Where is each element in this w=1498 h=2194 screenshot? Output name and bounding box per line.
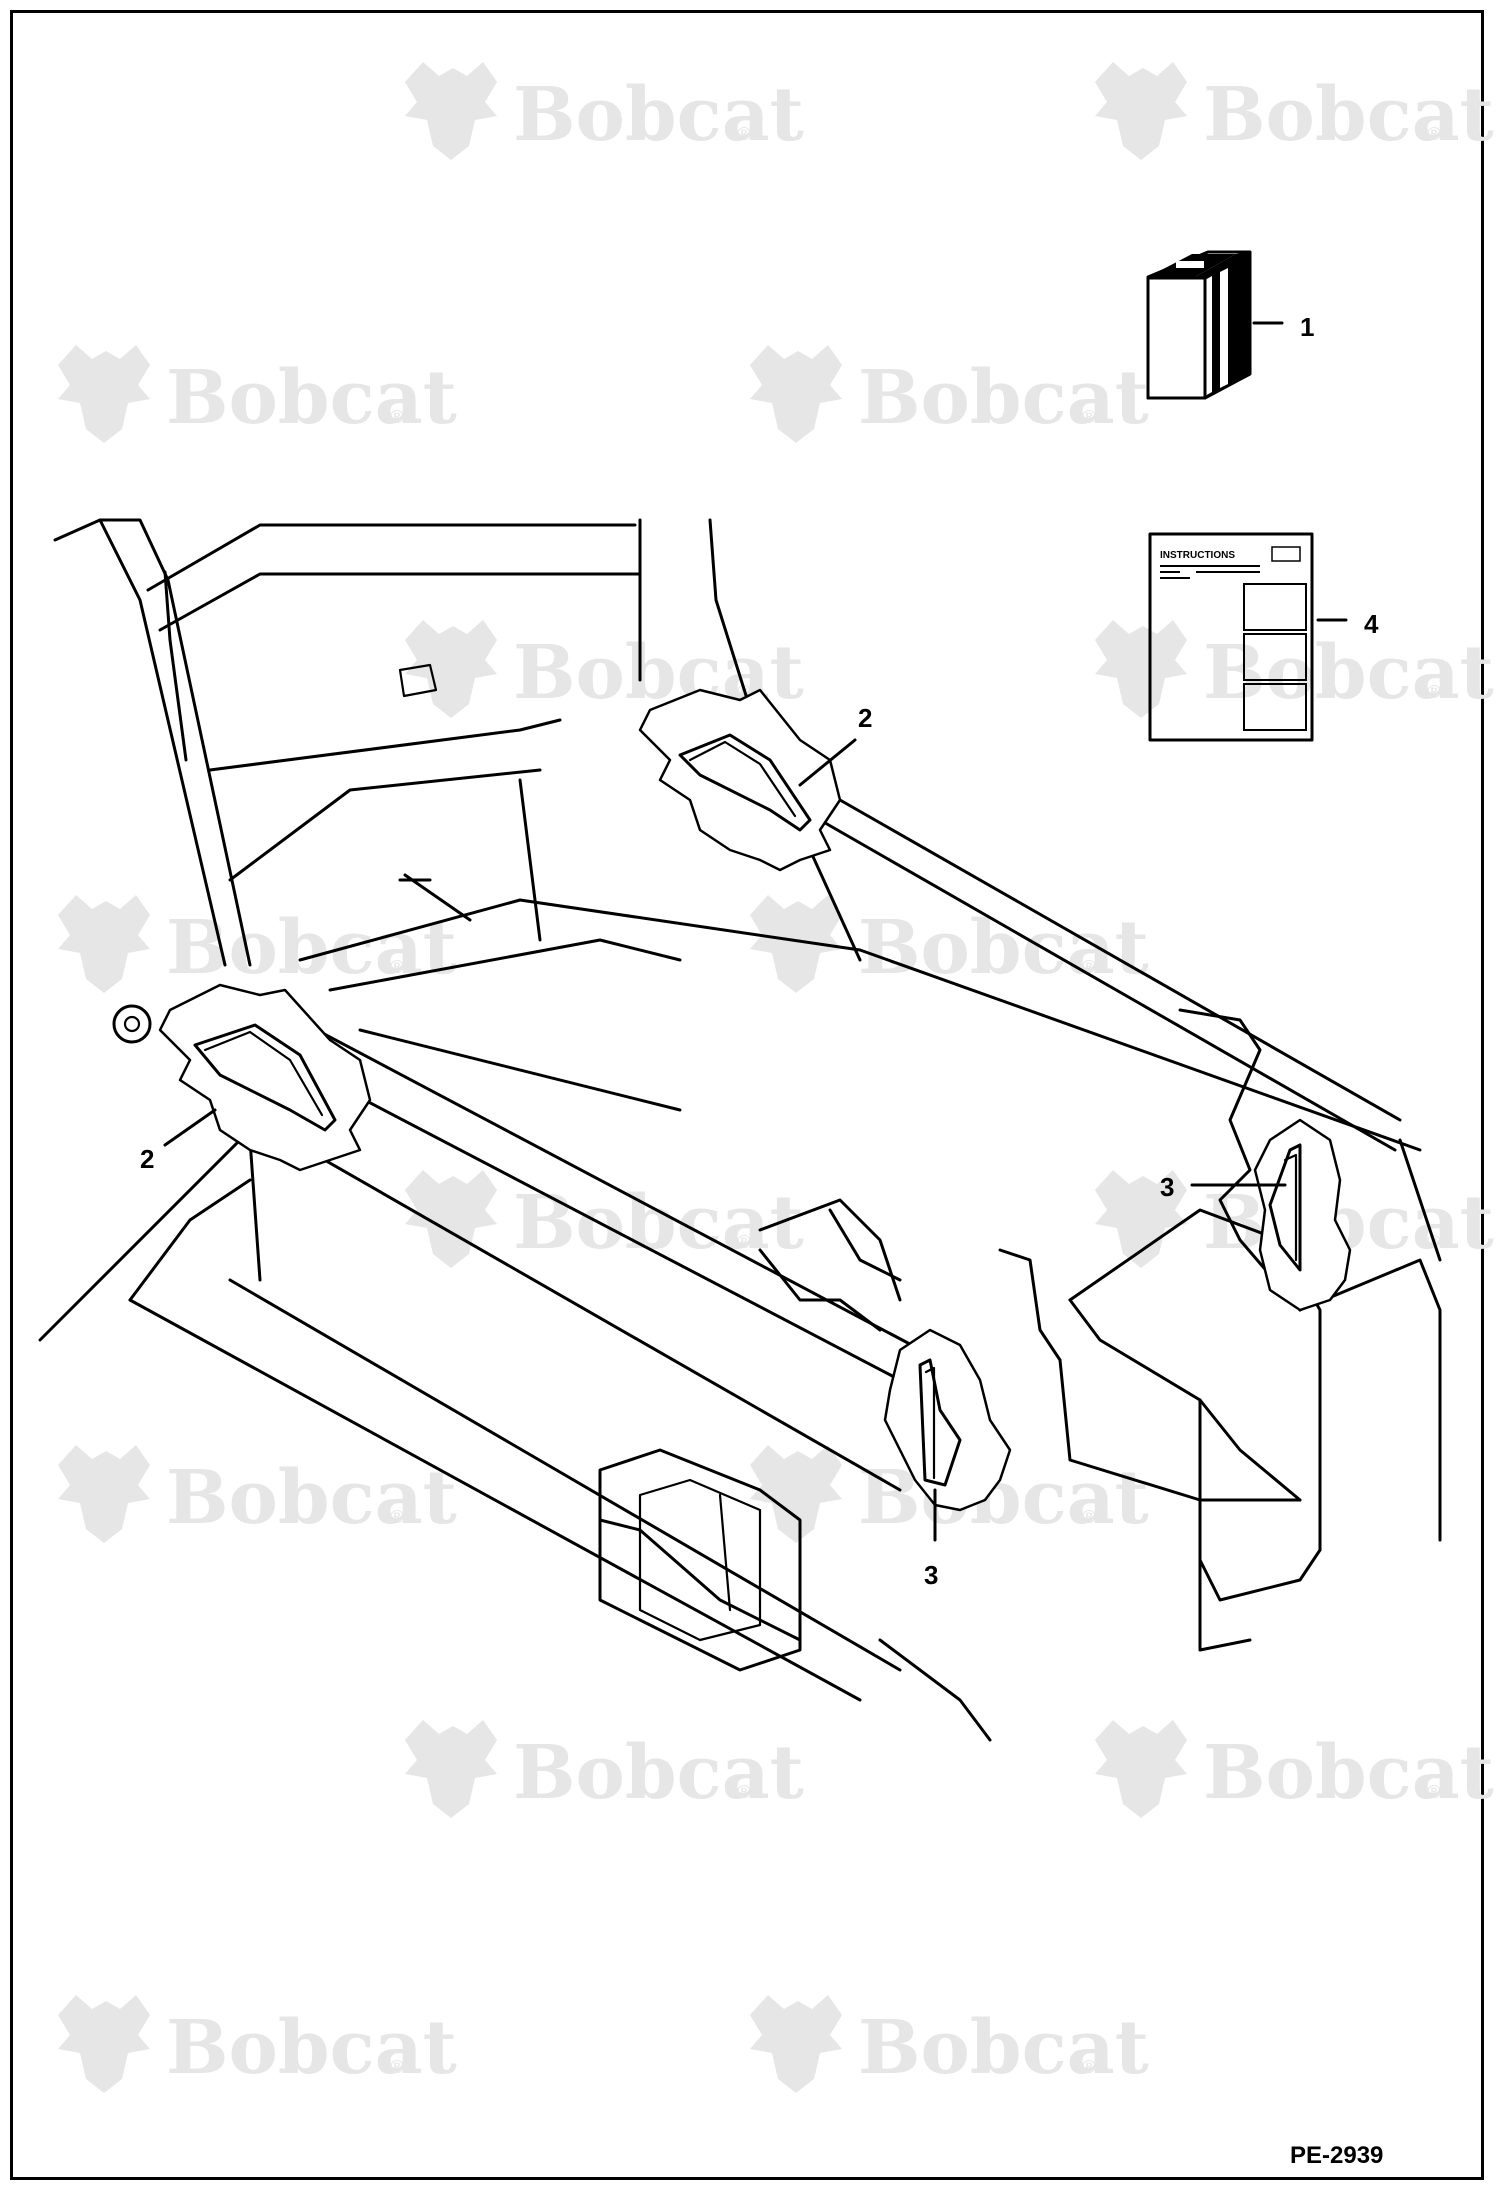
watermark-text: Bobcat [513,1180,804,1266]
watermark-reg: ® [388,1507,406,1528]
watermark-reg: ® [1425,124,1443,145]
watermark-4: Bobcat ® [750,345,1149,443]
watermark-13: Bobcat ® [405,1720,804,1818]
bobcat-logo-icon [58,1995,150,2093]
watermark-layer: Bobcat ® Bobcat ® Bobcat ® Bobcat ® [58,62,1494,2093]
bobcat-logo-icon [750,895,842,993]
watermark-text: Bobcat [858,905,1149,991]
bobcat-logo-icon [1095,62,1187,160]
loader-rear-body-outline [38,518,1442,1742]
watermark-text: Bobcat [858,2005,1149,2091]
drawing-number: PE-2939 [1290,2142,1384,2169]
bobcat-logo-icon [1095,1720,1187,1818]
watermark-2: Bobcat ® [1095,62,1494,160]
watermark-text: Bobcat [1203,72,1494,158]
watermark-text: Bobcat [166,355,457,441]
bobcat-logo-icon [750,1995,842,2093]
watermark-text: Bobcat [166,1455,457,1541]
watermark-6: Bobcat ® [1095,620,1494,718]
callout-item-2-upper: 2 [858,703,872,733]
watermark-reg: ® [1425,682,1443,703]
watermark-reg: ® [735,124,753,145]
watermark-reg: ® [388,957,406,978]
watermark-reg: ® [388,2057,406,2078]
watermark-reg: ® [1080,407,1098,428]
bobcat-logo-icon [750,345,842,443]
watermark-reg: ® [1425,1782,1443,1803]
bobcat-logo-icon [405,62,497,160]
bobcat-logo-icon [58,895,150,993]
watermark-text: Bobcat [513,72,804,158]
watermark-9: Bobcat ® [405,1170,804,1268]
callout-item-4: 4 [1364,609,1379,639]
watermark-text: Bobcat [513,1730,804,1816]
decal-kit-box [1146,250,1284,400]
watermark-16: Bobcat ® [750,1995,1149,2093]
bobcat-logo-icon [405,1170,497,1268]
watermark-text: Bobcat [1203,1730,1494,1816]
bobcat-logo-icon [750,1445,842,1543]
watermark-reg: ® [388,407,406,428]
callout-item-3-center: 3 [924,1560,938,1590]
decal-item-2-lower [158,983,372,1172]
watermark-text: Bobcat [166,905,457,991]
bobcat-logo-icon [1095,1170,1187,1268]
bobcat-logo-icon [58,345,150,443]
instruction-card: INSTRUCTIONS [1148,532,1348,742]
callout-item-2-lower: 2 [140,1144,154,1174]
watermark-text: Bobcat [166,2005,457,2091]
callout-item-3-right: 3 [1160,1172,1174,1202]
callout-item-1: 1 [1300,312,1314,342]
watermark-reg: ® [735,1232,753,1253]
decal-item-3-center [883,1328,1012,1512]
watermark-reg: ® [1080,2057,1098,2078]
watermark-1: Bobcat ® [405,62,804,160]
watermark-11: Bobcat ® [58,1445,457,1543]
watermark-14: Bobcat ® [1095,1720,1494,1818]
watermark-15: Bobcat ® [58,1995,457,2093]
watermark-reg: ® [735,1782,753,1803]
bobcat-logo-icon [1095,620,1187,718]
watermark-text: Bobcat [858,355,1149,441]
instruction-card-title: INSTRUCTIONS [1160,550,1235,561]
bobcat-logo-icon [405,1720,497,1818]
watermark-reg: ® [1080,1507,1098,1528]
decal-item-3-right [1253,1118,1352,1312]
bobcat-logo-icon [58,1445,150,1543]
bobcat-logo-icon [405,620,497,718]
watermark-3: Bobcat ® [58,345,457,443]
watermark-text: Bobcat [1203,630,1494,716]
decal-item-2-upper [638,688,842,872]
